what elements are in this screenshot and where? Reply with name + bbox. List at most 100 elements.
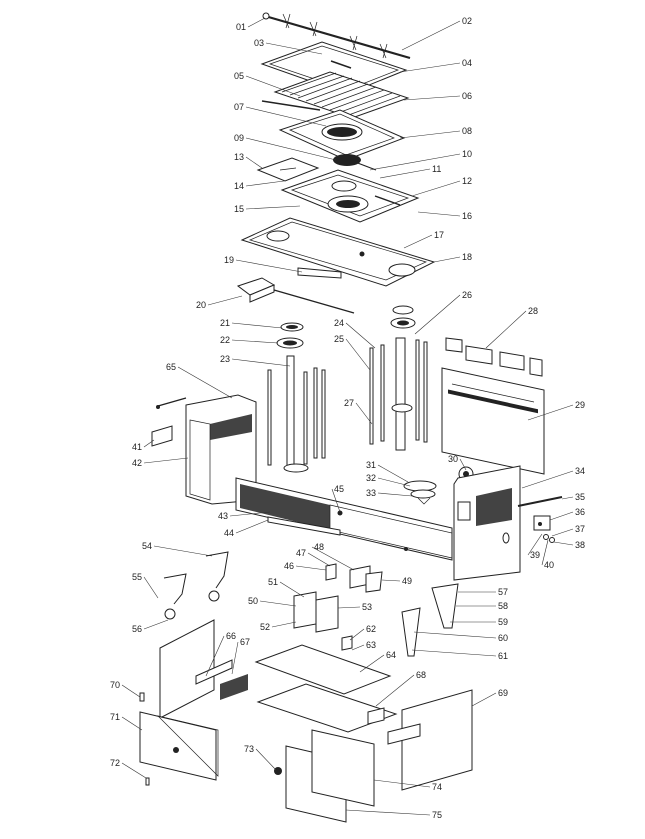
callout-label-31: 31	[366, 460, 376, 470]
bottom-shelf-part	[254, 644, 398, 733]
leader-line-64	[359, 654, 385, 673]
grate-rod-part	[261, 100, 321, 111]
callout-label-53: 53	[362, 602, 372, 612]
callout-label-59: 59	[498, 617, 508, 627]
callout-label-56: 56	[132, 624, 142, 634]
callout-label-09: 09	[234, 133, 244, 143]
leg-front-part	[431, 583, 459, 629]
callout-label-18: 18	[462, 252, 472, 262]
leg-back-part	[401, 607, 421, 657]
callout-label-24: 24	[334, 318, 344, 328]
clip-part	[341, 635, 353, 651]
screw-parts	[139, 692, 150, 786]
callout-label-44: 44	[224, 528, 234, 538]
back-panel-part	[441, 367, 545, 475]
callout-label-48: 48	[314, 542, 324, 552]
callout-label-71: 71	[110, 712, 120, 722]
callout-label-21: 21	[220, 318, 230, 328]
callout-label-11: 11	[432, 164, 441, 174]
leader-line-10	[369, 153, 461, 171]
leader-line-75	[345, 809, 431, 816]
leader-line-60	[413, 631, 497, 639]
callout-label-20: 20	[196, 300, 206, 310]
callout-label-01: 01	[236, 22, 246, 32]
callout-label-75: 75	[432, 810, 442, 820]
callout-label-62: 62	[366, 624, 376, 634]
callout-label-04: 04	[462, 58, 472, 68]
leader-line-47	[307, 552, 331, 567]
callout-label-65: 65	[166, 362, 176, 372]
callout-label-63: 63	[366, 640, 376, 650]
leader-line-32	[377, 477, 411, 487]
leader-line-48	[311, 546, 355, 571]
leader-line-20	[207, 295, 243, 306]
callout-label-61: 61	[498, 651, 508, 661]
callout-label-54: 54	[142, 541, 152, 551]
gas-pipe-right-part	[369, 337, 428, 451]
caster-left-part	[163, 573, 187, 620]
callout-label-36: 36	[575, 507, 585, 517]
leader-line-01	[247, 17, 266, 28]
leader-line-63	[351, 644, 365, 651]
callout-label-45: 45	[334, 484, 344, 494]
leader-line-66	[205, 635, 225, 677]
leader-line-26	[414, 294, 461, 335]
leader-line-08	[399, 130, 461, 139]
right-side-cabinet-part	[453, 465, 521, 581]
callout-label-74: 74	[432, 782, 442, 792]
callout-label-73: 73	[244, 744, 254, 754]
leader-line-24	[345, 322, 376, 349]
callout-label-69: 69	[498, 688, 508, 698]
callout-label-64: 64	[386, 650, 396, 660]
leader-line-68	[375, 674, 415, 707]
callout-label-12: 12	[462, 176, 472, 186]
front-frame-part	[235, 477, 453, 561]
leader-line-27	[355, 402, 373, 425]
leader-line-36	[549, 511, 574, 521]
switch-part	[533, 515, 555, 543]
leader-line-11	[379, 168, 431, 179]
callout-label-03: 03	[254, 38, 264, 48]
leader-line-43	[229, 511, 271, 517]
leader-line-67	[231, 641, 239, 675]
leader-line-25	[345, 338, 371, 371]
leader-line-35	[561, 496, 574, 500]
leader-line-28	[485, 310, 527, 349]
callout-label-33: 33	[366, 488, 376, 498]
fire-bowl-part	[280, 169, 420, 223]
tile-set-part	[445, 337, 543, 377]
left-door-panel-part	[159, 619, 248, 719]
bracket-part	[156, 397, 187, 409]
leader-line-34	[521, 470, 574, 489]
leader-line-72	[121, 762, 147, 779]
callout-label-37: 37	[575, 524, 585, 534]
leader-line-49	[381, 579, 401, 582]
leader-line-23	[231, 358, 291, 367]
callout-label-16: 16	[462, 211, 472, 221]
leader-line-44	[235, 519, 269, 534]
callout-label-26: 26	[462, 290, 472, 300]
callout-label-34: 34	[575, 466, 585, 476]
leader-line-40	[541, 539, 549, 566]
leader-line-33	[377, 492, 413, 497]
front-door-right-part	[274, 729, 375, 823]
leader-line-62	[349, 628, 365, 641]
burner-left-part	[276, 322, 304, 349]
callout-label-57: 57	[498, 587, 508, 597]
callout-label-60: 60	[498, 633, 508, 643]
heating-element-part	[333, 154, 377, 171]
leader-line-46	[295, 565, 327, 571]
callout-label-14: 14	[234, 181, 244, 191]
leader-line-42	[143, 457, 189, 464]
leader-line-17	[403, 234, 433, 249]
grate-part	[273, 71, 410, 119]
gas-pipe-left-part	[267, 355, 326, 473]
brackets-part	[325, 563, 383, 593]
front-door-left-part	[139, 711, 219, 781]
leader-line-41	[143, 439, 155, 448]
callout-label-02: 02	[462, 16, 472, 26]
cover-plate-part	[256, 157, 320, 182]
leader-line-09	[245, 137, 337, 161]
caster-right-part	[205, 551, 229, 602]
leader-line-61	[411, 649, 497, 657]
